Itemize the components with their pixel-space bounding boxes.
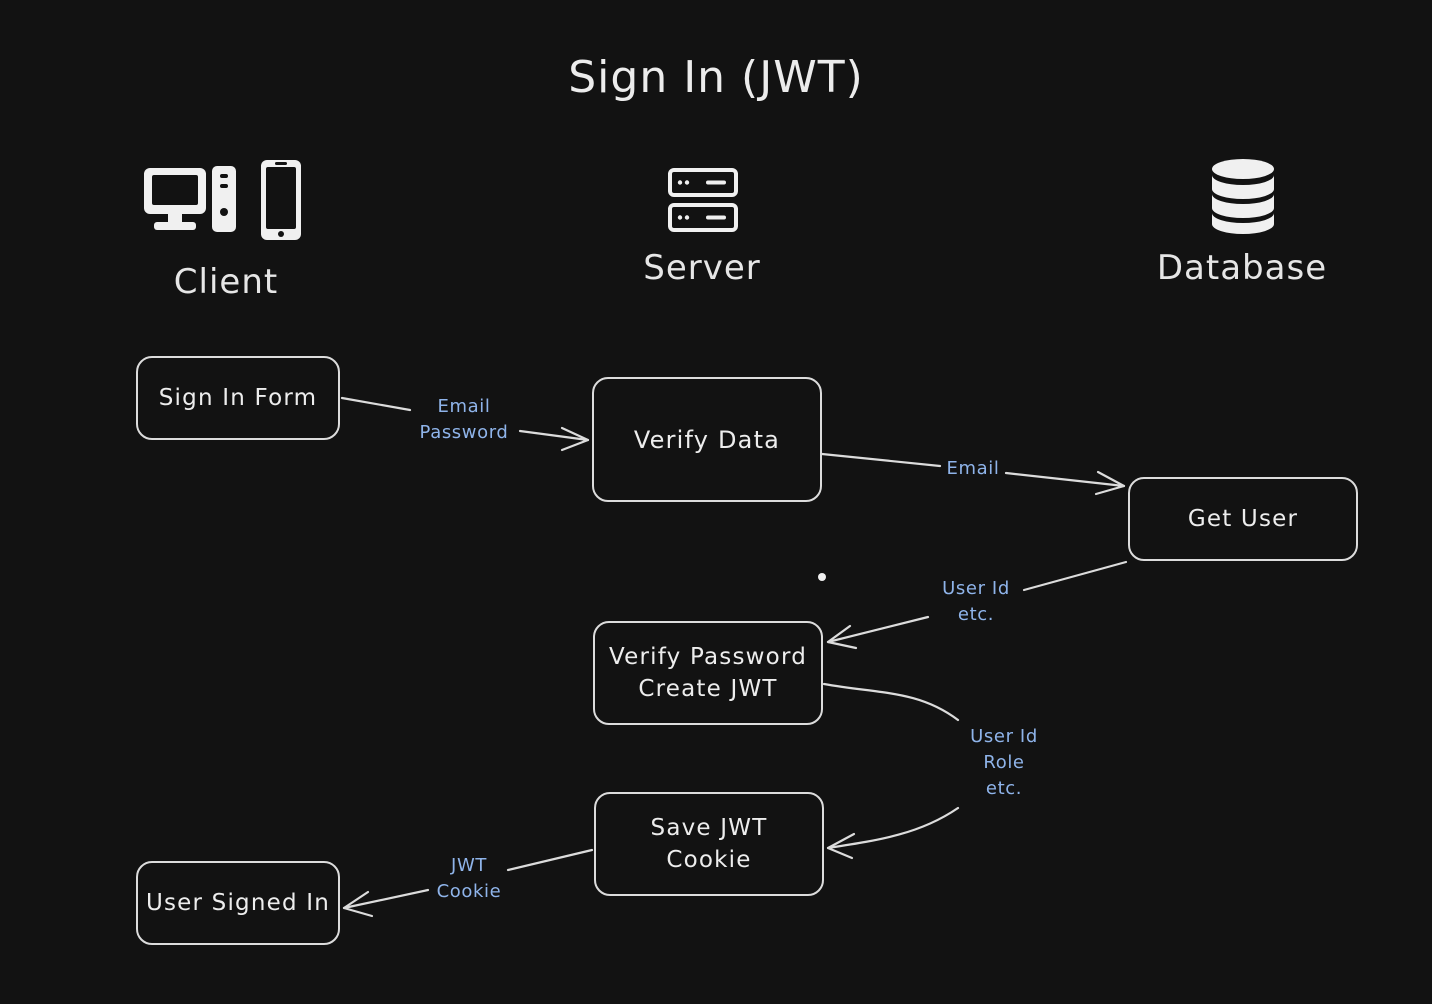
edge-label-user-id-role-etc: User Id Role etc. [948, 724, 1060, 802]
desktop-computer-icon [144, 166, 236, 232]
node-sign-in-form: Sign In Form [136, 356, 340, 440]
column-label-server: Server [643, 248, 761, 288]
node-sign-in-form-label: Sign In Form [158, 385, 318, 411]
arrow-form-to-verify-data-tail [518, 429, 590, 442]
edge-label-user-id-etc: User Id etc. [920, 576, 1032, 628]
arrow-get-user-to-verify-password-tail [826, 615, 930, 644]
node-user-signed-in: User Signed In [136, 861, 340, 945]
arrow-save-jwt-to-signed-in [506, 848, 594, 872]
arrow-verify-password-to-save-jwt [822, 682, 960, 722]
node-get-user-label: Get User [1187, 506, 1299, 532]
edge-label-email-query-text: Email [946, 458, 1000, 479]
edge-label-email-password: Email Password [404, 394, 524, 446]
edge-label-cookie: Cookie [436, 881, 502, 902]
edge-label-jwt-cookie: JWT Cookie [424, 853, 514, 905]
arrow-verify-data-to-get-user [820, 452, 942, 468]
column-label-database: Database [1156, 248, 1328, 288]
edge-label-etc: etc. [957, 604, 995, 625]
column-label-client: Client [173, 262, 279, 302]
cursor-dot [818, 573, 826, 581]
arrow-form-to-verify-data [340, 396, 412, 412]
arrow-verify-data-to-get-user-tail [1004, 471, 1126, 488]
arrow-get-user-to-verify-password [1022, 560, 1128, 592]
node-get-user: Get User [1128, 477, 1358, 561]
diagram-title: Sign In (JWT) [568, 52, 864, 103]
node-user-signed-in-label: User Signed In [145, 890, 331, 916]
edge-label-user-id-2: User Id [970, 726, 1038, 747]
arrow-verify-password-to-save-jwt-tail [826, 806, 960, 850]
edge-label-email: Email [437, 396, 491, 417]
arrowhead-verify-data [560, 426, 590, 452]
edge-label-jwt: JWT [451, 855, 487, 876]
edge-label-user-id: User Id [942, 578, 1010, 599]
smartphone-icon [261, 160, 301, 240]
database-icon [1212, 159, 1274, 234]
node-verify-password-line2: Create JWT [638, 676, 778, 702]
node-verify-data-label: Verify Data [633, 425, 781, 454]
server-icon [668, 168, 738, 232]
arrow-save-jwt-to-signed-in-tail [342, 888, 430, 910]
edge-label-etc-2: etc. [985, 778, 1023, 799]
node-save-jwt-cookie: Save JWT Cookie [594, 792, 824, 896]
edge-label-email-query: Email [930, 456, 1016, 482]
arrowhead-user-signed-in [342, 890, 374, 918]
arrowhead-save-jwt [826, 832, 856, 860]
edge-label-password: Password [419, 422, 509, 443]
node-verify-data: Verify Data [592, 377, 822, 502]
node-save-jwt-line1: Save JWT [650, 815, 768, 841]
edge-label-role: Role [983, 752, 1025, 773]
node-verify-password-create-jwt: Verify Password Create JWT [593, 621, 823, 725]
node-verify-password-line1: Verify Password [609, 644, 807, 670]
arrowhead-verify-password [826, 624, 858, 650]
arrowhead-get-user [1094, 470, 1126, 496]
node-save-jwt-line2: Cookie [666, 847, 752, 873]
